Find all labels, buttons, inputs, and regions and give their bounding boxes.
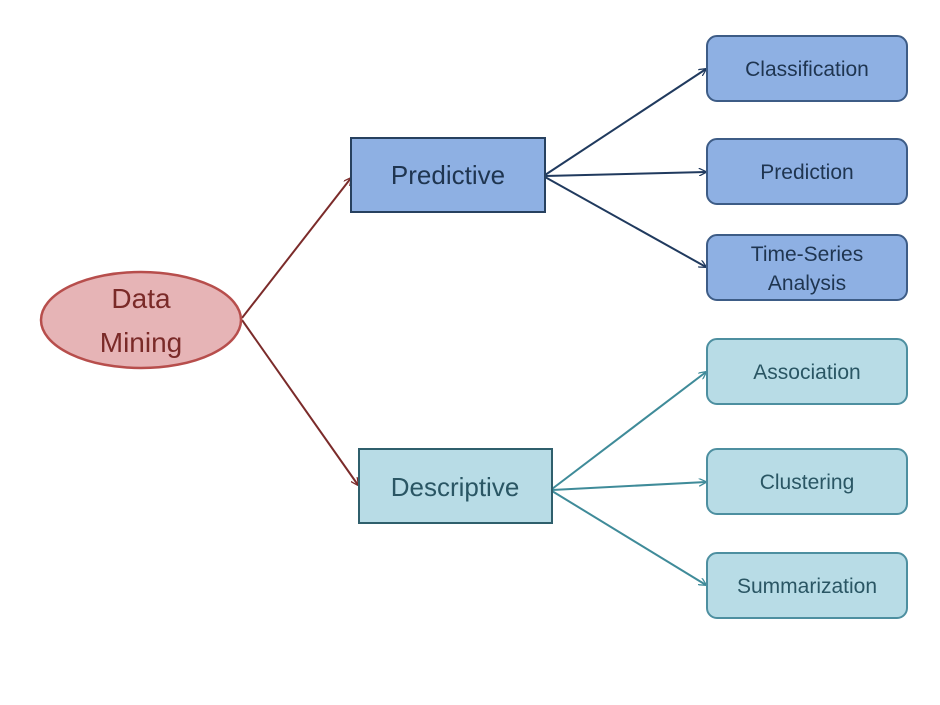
connector-predictive-time-series — [544, 176, 706, 267]
connector-root-descriptive — [241, 319, 358, 485]
root-label-line-2: Mining — [100, 327, 182, 358]
descriptive-box — [358, 448, 553, 524]
descriptive-label: Descriptive — [391, 472, 520, 502]
predictive-node: Predictive — [350, 137, 546, 213]
root-ellipse — [39, 270, 243, 370]
connector-descriptive-clustering — [551, 482, 706, 491]
predictive-box — [350, 137, 546, 213]
clustering-node: Clustering — [706, 448, 908, 515]
connectors — [241, 69, 706, 585]
prediction-label: Prediction — [760, 161, 853, 184]
connector-descriptive-summarization — [551, 490, 706, 585]
root-node: Data Mining — [39, 270, 243, 370]
association-label: Association — [753, 361, 860, 384]
connector-predictive-classification — [544, 69, 706, 176]
association-node: Association — [706, 338, 908, 405]
summarization-node: Summarization — [706, 552, 908, 619]
classification-label: Classification — [745, 58, 869, 81]
connector-predictive-prediction — [544, 172, 706, 177]
clustering-label: Clustering — [760, 471, 855, 494]
time-series-label-line-2: Analysis — [768, 272, 846, 295]
association-box — [706, 338, 908, 405]
connector-root-predictive — [241, 178, 351, 319]
time-series-box — [706, 234, 908, 301]
classification-box — [706, 35, 908, 102]
clustering-box — [706, 448, 908, 515]
root-label-line-1: Data — [111, 283, 171, 314]
descriptive-node: Descriptive — [358, 448, 553, 524]
time-series-node: Time-Series Analysis — [706, 234, 908, 301]
classification-node: Classification — [706, 35, 908, 102]
descriptive-children: Association Clustering Summarization — [706, 338, 908, 619]
prediction-node: Prediction — [706, 138, 908, 205]
summarization-box — [706, 552, 908, 619]
summarization-label: Summarization — [737, 575, 877, 598]
prediction-box — [706, 138, 908, 205]
time-series-label-line-1: Time-Series — [751, 243, 863, 266]
predictive-label: Predictive — [391, 160, 505, 190]
connector-descriptive-association — [551, 372, 706, 490]
predictive-children: Classification Prediction Time-Series An… — [706, 35, 908, 301]
